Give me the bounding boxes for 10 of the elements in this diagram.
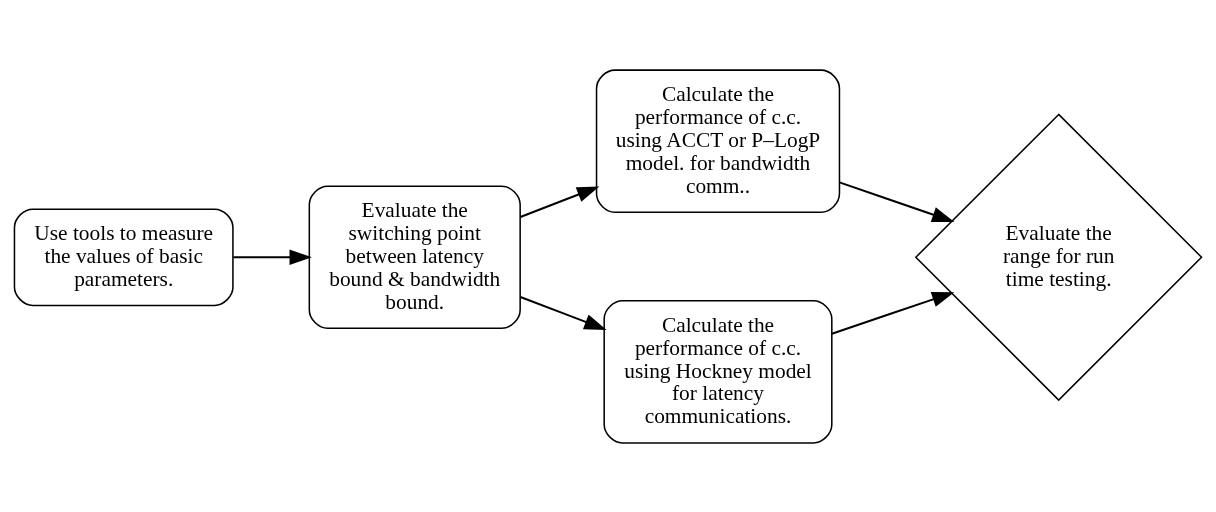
node-diamond: Evaluate the range for run time testing. [914, 112, 1203, 401]
arrow [519, 295, 607, 330]
arrow [838, 180, 955, 222]
node-box: Calculate the performance of c.c. using ACCT or P–LogP model. for bandwidth comm.. [595, 68, 841, 213]
arrow [232, 248, 312, 265]
node-box: Use tools to measure the values of basic parameters. [13, 207, 234, 306]
arrow [519, 185, 600, 218]
arrow [830, 291, 955, 335]
node-box: Evaluate the switching point between latency bound & bandwidth bound. [308, 184, 521, 329]
node-box: Calculate the performance of c.c. using Hockney model for latency communications. [603, 299, 833, 444]
